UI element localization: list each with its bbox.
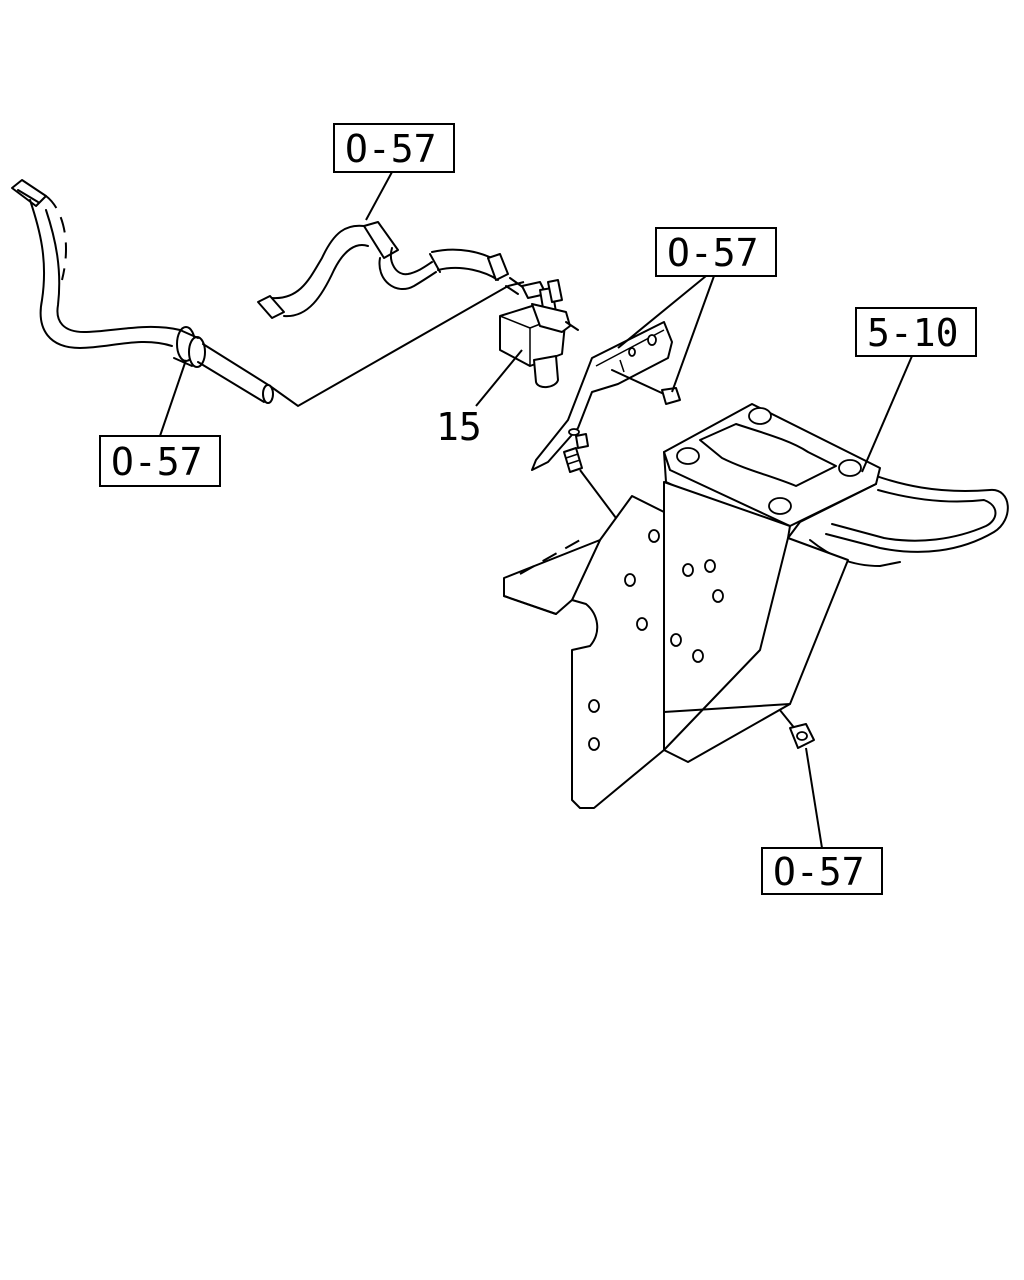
callout-nut[interactable]: O-57 — [761, 847, 883, 895]
leader-nut — [805, 747, 823, 849]
callout-left-hose-label: O-57 — [111, 440, 203, 484]
callout-left-hose[interactable]: O-57 — [99, 435, 221, 487]
callout-frame-label: 5-10 — [867, 311, 959, 355]
leader-left-hose — [159, 359, 187, 437]
frame-bracket — [503, 403, 1009, 809]
top-hose — [257, 221, 525, 319]
leader-bracket-b — [671, 275, 715, 393]
mounting-bracket — [531, 321, 681, 473]
callout-frame[interactable]: 5-10 — [855, 307, 977, 357]
callout-top-hose-label: O-57 — [345, 127, 437, 171]
callout-bracket-label: O-57 — [667, 231, 759, 275]
leader-top-hose — [365, 171, 393, 221]
left-pipe — [11, 179, 274, 404]
callout-top-hose[interactable]: O-57 — [333, 123, 455, 173]
leader-frame — [861, 355, 913, 473]
part-number-15: 15 — [436, 405, 482, 449]
leader-bracket-a — [617, 275, 707, 349]
callout-bracket[interactable]: O-57 — [655, 227, 777, 277]
solenoid-valve — [499, 279, 579, 388]
callout-nut-label: O-57 — [773, 850, 865, 894]
